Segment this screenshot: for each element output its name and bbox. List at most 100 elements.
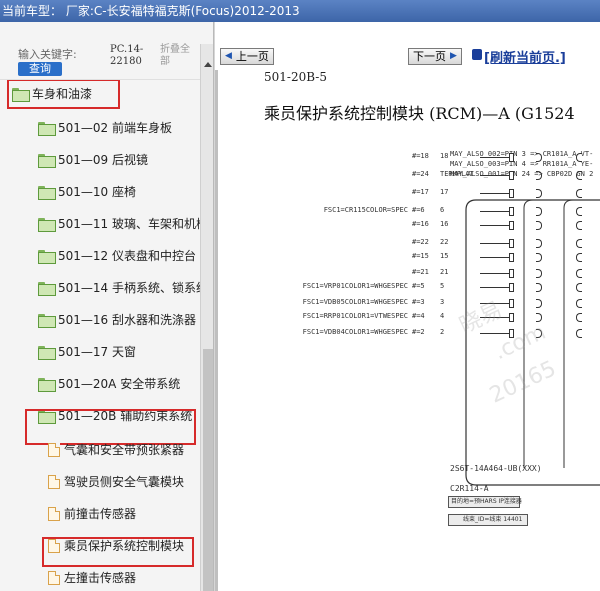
pin-socket-icon <box>576 239 582 248</box>
tree-node-label: 501—20A 安全带系统 <box>58 377 181 391</box>
pin-socket-icon <box>536 313 542 322</box>
tree-group-501-16[interactable]: 501—16 刮水器和洗涤器 <box>38 308 196 332</box>
chapter-tree: 车身和油漆 501—02 前端车身板 501—09 后视镜 501—10 座椅 … <box>0 80 200 591</box>
arrow-left-icon: ◀ <box>225 51 232 61</box>
tree-leaf-driver-airbag[interactable]: 驾驶员侧安全气囊模块 <box>48 470 184 494</box>
tree-group-501-17[interactable]: 501—17 天窗 <box>38 340 136 364</box>
pin-number: 22 <box>440 238 449 246</box>
pin-id: #=21 <box>412 268 429 276</box>
tree-leaf-left-impact-sensor[interactable]: 左撞击传感器 <box>48 566 136 590</box>
pin-socket-icon <box>576 189 582 198</box>
folder-icon <box>38 250 56 264</box>
next-page-label: 下一页 <box>413 50 446 63</box>
refresh-page-link[interactable]: [刷新当前页.] <box>484 51 566 66</box>
pin-id: #=5 <box>412 282 425 290</box>
tree-leaf-front-impact-sensor[interactable]: 前撞击传感器 <box>48 502 136 526</box>
tree-leaf-rcm[interactable]: 乘员保护系统控制模块 <box>48 534 184 558</box>
next-page-button[interactable]: 下一页 ▶ <box>408 48 462 65</box>
tree-node-label: 车身和油漆 <box>32 87 93 101</box>
pin-wire-label: FSC1=VDB04COLOR1=WHGESPEC <box>302 328 408 336</box>
collapse-all-link[interactable]: 折叠全部 <box>160 44 190 67</box>
pin-terminal-icon <box>509 207 514 216</box>
tree-scrollbar[interactable] <box>200 44 213 591</box>
highlight-box-501-20b <box>25 409 196 445</box>
pin-id: #=4 <box>412 312 425 320</box>
search-bar: 输入关键字: 查询 PC.14-22180 折叠全部 <box>0 22 213 80</box>
pin-socket-icon <box>576 299 582 308</box>
refresh-icon[interactable] <box>472 49 482 60</box>
tree-root-body-paint[interactable]: 车身和油漆 <box>12 82 92 106</box>
pin-wire <box>480 273 510 274</box>
pin-note: MAY_ALSO_003=PIN 4 => RR101A_A YE- <box>450 160 594 168</box>
pin-wire <box>480 211 510 212</box>
page-heading: 乘员保护系统控制模块 (RCM)—A (G1524 <box>264 104 575 123</box>
pin-number: 15 <box>440 252 449 260</box>
pin-socket-icon <box>576 269 582 278</box>
folder-icon <box>38 154 56 168</box>
pin-wire <box>480 175 510 176</box>
pin-number: 17 <box>440 188 449 196</box>
tree-group-501-10[interactable]: 501—10 座椅 <box>38 180 136 204</box>
document-icon <box>48 571 60 585</box>
tree-group-501-02[interactable]: 501—02 前端车身板 <box>38 116 172 140</box>
pin-socket-icon <box>576 253 582 262</box>
pin-number: 16 <box>440 220 449 228</box>
tree-group-501-09[interactable]: 501—09 后视镜 <box>38 148 148 172</box>
tree-group-501-14[interactable]: 501—14 手柄系统、锁系统 <box>38 276 200 300</box>
tree-node-label: 乘员保护系统控制模块 <box>64 539 185 553</box>
search-button[interactable]: 查询 <box>18 62 62 76</box>
tree-node-label: 501—12 仪表盘和中控台 <box>58 249 196 263</box>
pin-terminal-icon <box>509 171 514 180</box>
tree-node-label: 左撞击传感器 <box>64 571 137 585</box>
pin-number: 5 <box>440 282 445 290</box>
pin-id: #=2 <box>412 328 425 336</box>
pin-id: #=6 <box>412 206 425 214</box>
pin-wire <box>480 303 510 304</box>
doc-toolbar <box>215 22 600 70</box>
tree-node-label: 前撞击传感器 <box>64 507 137 521</box>
pin-socket-icon <box>576 171 582 180</box>
folder-icon <box>38 282 56 296</box>
pin-wire <box>480 333 510 334</box>
tree-node-label: 气囊和安全带预张紧器 <box>64 443 185 457</box>
tree-group-501-11[interactable]: 501—11 玻璃、车架和机械 <box>38 212 200 236</box>
pin-number: 2 <box>440 328 445 336</box>
prev-page-button[interactable]: ◀ 上一页 <box>220 48 274 65</box>
highlight-box-root <box>7 80 120 109</box>
pin-socket-icon <box>576 207 582 216</box>
pin-socket-icon <box>576 329 582 338</box>
pin-socket-icon <box>576 221 582 230</box>
scrollbar-thumb[interactable] <box>203 349 213 591</box>
tree-node-label: 501—10 座椅 <box>58 185 136 199</box>
tree-leaf-airbag-pretensioner[interactable]: 气囊和安全带预张紧器 <box>48 438 184 462</box>
pin-terminal-icon <box>509 329 514 338</box>
pin-terminal-icon <box>509 283 514 292</box>
pin-socket-icon <box>536 269 542 278</box>
pin-wire <box>480 193 510 194</box>
pin-id: #=24 <box>412 170 429 178</box>
tree-group-501-12[interactable]: 501—12 仪表盘和中控台 <box>38 244 196 268</box>
pin-row: FSC1=VDB04COLOR1=WHGESPEC #=2 2 <box>218 328 600 340</box>
pin-socket-icon <box>576 153 582 162</box>
pin-wire-label: FSC1=VRP01COLOR1=WHGESPEC <box>302 282 408 290</box>
pin-socket-icon <box>576 283 582 292</box>
pin-socket-icon <box>536 239 542 248</box>
pin-wire <box>480 317 510 318</box>
folder-icon <box>38 186 56 200</box>
folder-icon <box>38 218 56 232</box>
pin-socket-icon <box>536 299 542 308</box>
scroll-up-arrow-icon[interactable] <box>204 62 212 67</box>
pin-socket-icon <box>536 253 542 262</box>
connector-diagram <box>465 199 600 486</box>
pin-terminal-icon <box>509 189 514 198</box>
harness-box: 线束_ID=线束 14401 <box>448 514 528 526</box>
folder-icon <box>38 378 56 392</box>
tree-group-501-20b[interactable]: 501—20B 辅助约束系统 <box>38 404 192 428</box>
tree-group-501-20a[interactable]: 501—20A 安全带系统 <box>38 372 180 396</box>
